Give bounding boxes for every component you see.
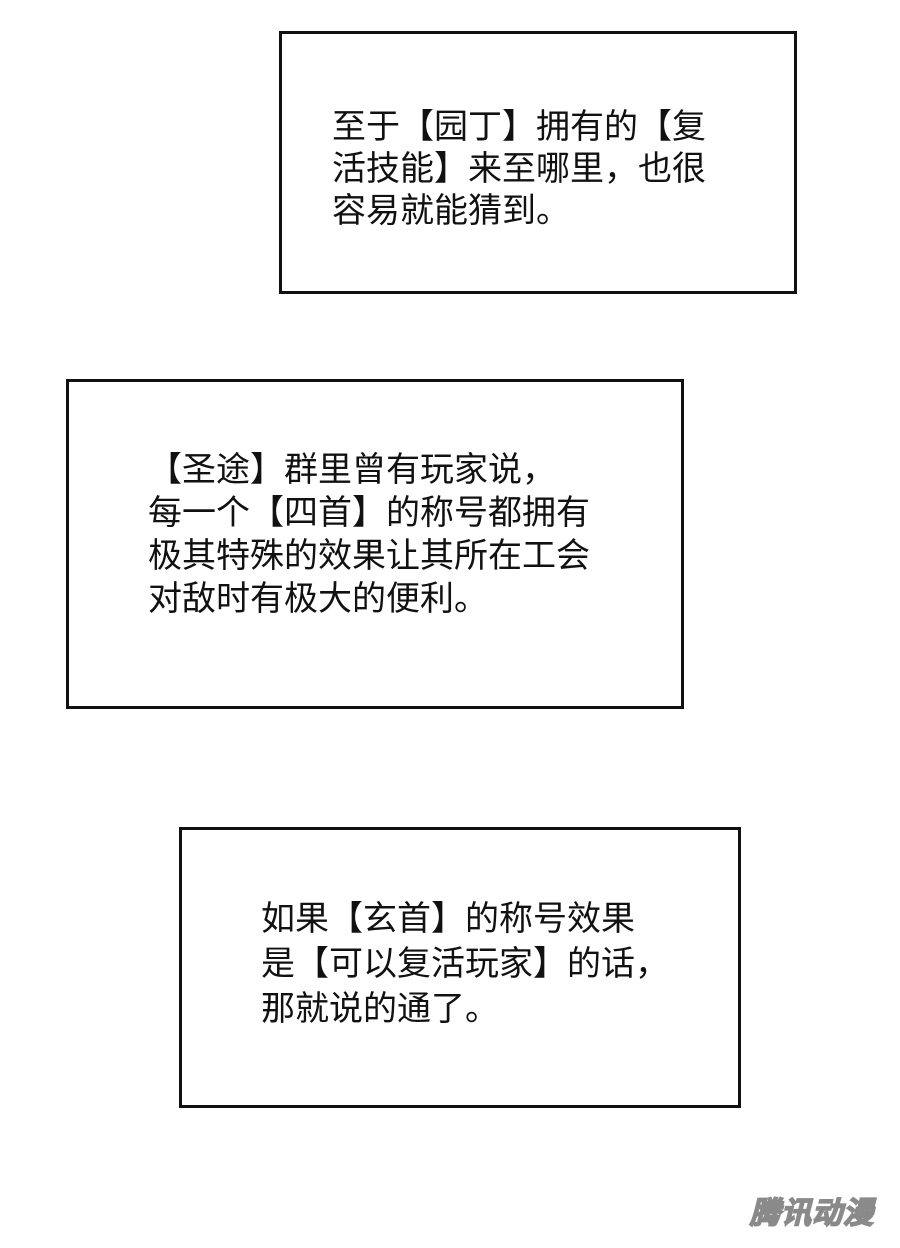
caption-line: 【圣途】群里曾有玩家说， [148,450,556,490]
caption-line: 容易就能猜到。 [332,191,570,231]
caption-box-2: 【圣途】群里曾有玩家说， 每一个【四首】的称号都拥有 极其特殊的效果让其所在工会… [66,379,684,709]
caption-line: 对敌时有极大的便利。 [148,579,488,619]
caption-line: 至于【园丁】拥有的【复 [332,107,706,147]
caption-line: 是【可以复活玩家】的话， [261,944,669,984]
caption-line: 每一个【四首】的称号都拥有 [148,493,590,533]
watermark-logo: 腾讯动漫 [742,1196,882,1232]
caption-box-1: 至于【园丁】拥有的【复 活技能】来至哪里，也很 容易就能猜到。 [279,31,797,294]
caption-line: 极其特殊的效果让其所在工会 [148,536,590,576]
watermark-text: 腾讯动漫 [749,1196,874,1231]
caption-line: 如果【玄首】的称号效果 [261,899,635,939]
caption-line: 那就说的通了。 [261,989,499,1029]
caption-box-3: 如果【玄首】的称号效果 是【可以复活玩家】的话， 那就说的通了。 [179,827,741,1108]
caption-line: 活技能】来至哪里，也很 [332,149,706,189]
